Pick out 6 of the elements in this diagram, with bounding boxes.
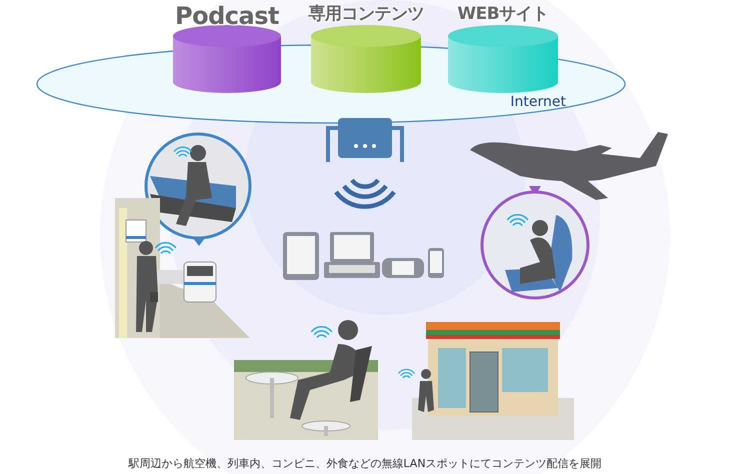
database-label: Podcast (174, 2, 280, 30)
database-label: WEBサイト (456, 3, 550, 25)
database-label: 専用コンテンツ (307, 3, 425, 25)
network-label: Internet (510, 94, 566, 110)
database-cylinder (310, 2, 422, 94)
caption: 駅周辺から航空機、列車内、コンビニ、外食などの無線LANスポットにてコンテンツ配信を展開 (127, 456, 603, 471)
